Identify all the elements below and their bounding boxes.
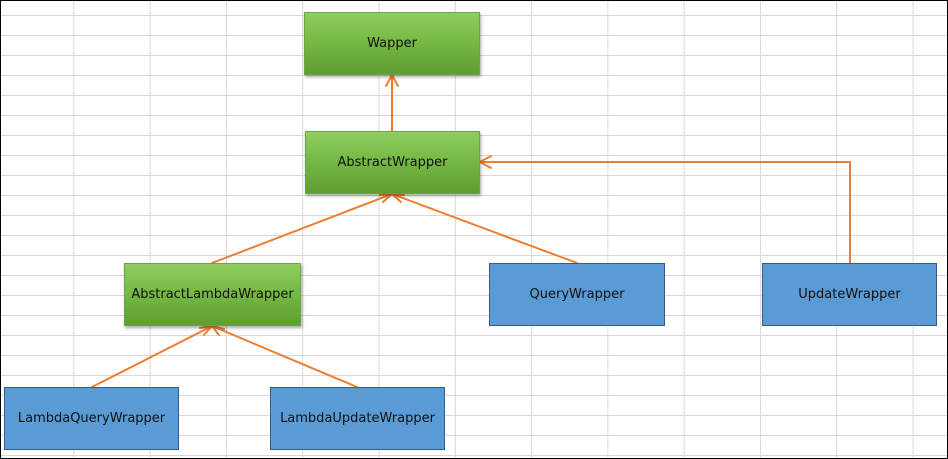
connector-querywrapper-to-abstractwrapper — [391, 193, 578, 264]
node-query-wrapper[interactable]: QueryWrapper — [489, 263, 665, 326]
node-abstract-wrapper-label: AbstractWrapper — [337, 155, 448, 170]
node-query-wrapper-label: QueryWrapper — [529, 287, 625, 302]
node-lambda-update-wrapper[interactable]: LambdaUpdateWrapper — [270, 387, 445, 450]
node-update-wrapper-label: UpdateWrapper — [798, 287, 901, 302]
arrowhead-abstractwrapper-bottom-right — [391, 193, 405, 203]
node-lambda-query-wrapper[interactable]: LambdaQueryWrapper — [4, 387, 179, 450]
connector-abstractlambdawrapper-to-abstractwrapper — [211, 193, 393, 264]
node-lambda-query-wrapper-label: LambdaQueryWrapper — [17, 411, 166, 426]
node-update-wrapper[interactable]: UpdateWrapper — [762, 263, 937, 326]
node-wapper-label: Wapper — [367, 36, 417, 51]
connector-lambdaupdatewrapper-to-abstractlambdawrapper — [211, 325, 358, 388]
node-abstract-lambda-wrapper[interactable]: AbstractLambdaWrapper — [124, 263, 301, 326]
connector-lambdaquerywrapper-to-abstractlambdawrapper — [91, 325, 213, 388]
node-abstract-lambda-wrapper-label: AbstractLambdaWrapper — [131, 287, 294, 302]
node-lambda-update-wrapper-label: LambdaUpdateWrapper — [280, 411, 435, 426]
arrowhead-abstractlambdawrapper-bottom-right — [211, 325, 225, 336]
node-abstract-wrapper[interactable]: AbstractWrapper — [305, 131, 480, 194]
arrowhead-abstractwrapper-right — [479, 155, 492, 169]
connector-updatewrapper-to-abstractwrapper — [479, 161, 851, 264]
arrowhead-wapper — [385, 74, 399, 87]
node-wapper[interactable]: Wapper — [304, 12, 480, 75]
